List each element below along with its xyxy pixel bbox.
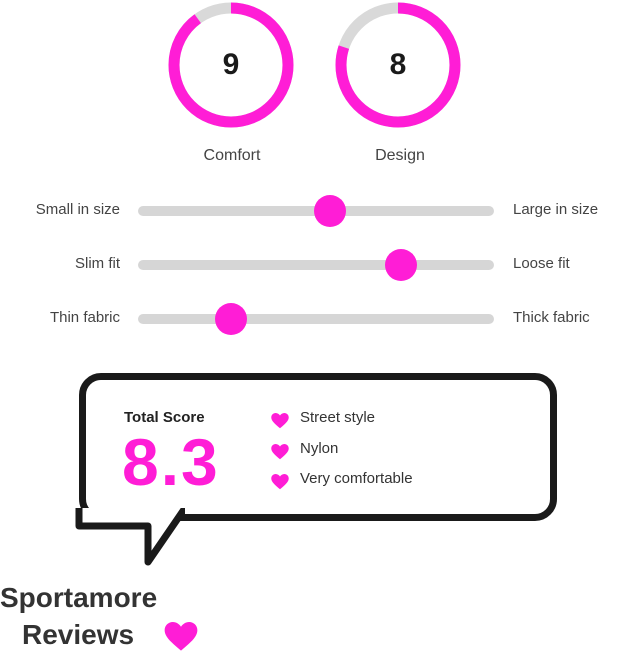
brand-heart-icon [164,622,198,651]
fit-slider-track[interactable] [138,249,494,281]
design-score: 8 [389,48,407,81]
heart-icon [271,474,289,490]
comfort-label: Comfort [203,147,261,164]
fit-slider-left-label: Slim fit [75,255,120,272]
feature-label: Very comfortable [300,470,413,487]
brand-subtitle: Reviews [22,619,135,650]
bubble-tail [75,508,185,566]
size-slider-thumb[interactable] [314,195,347,227]
fabric-slider-track[interactable] [138,303,494,335]
size-slider-right-label: Large in size [513,201,599,218]
fit-slider-thumb[interactable] [385,249,418,281]
design-label: Design [375,147,425,164]
fabric-slider-left-label: Thin fabric [49,309,120,326]
fabric-slider-thumb[interactable] [214,303,247,335]
comfort-ring-graphic [168,2,294,128]
score-bubble [79,373,557,521]
heart-icon [271,413,289,429]
total-score-value: 8.3 [122,425,220,499]
brand-name: Sportamore [0,582,158,613]
fabric-slider-right-label: Thick fabric [513,309,590,326]
total-score-label: Total Score [124,409,205,426]
design-ring-graphic [335,2,461,128]
comfort-rating-ring: 9 [167,1,295,129]
comfort-score: 9 [222,48,240,81]
heart-icon [271,444,289,460]
size-slider-left-label: Small in size [35,201,120,218]
size-slider-track[interactable] [138,195,494,227]
feature-label: Street style [300,409,376,426]
fit-slider-right-label: Loose fit [513,255,570,272]
design-rating-ring: 8 [334,1,462,129]
feature-label: Nylon [300,440,339,457]
